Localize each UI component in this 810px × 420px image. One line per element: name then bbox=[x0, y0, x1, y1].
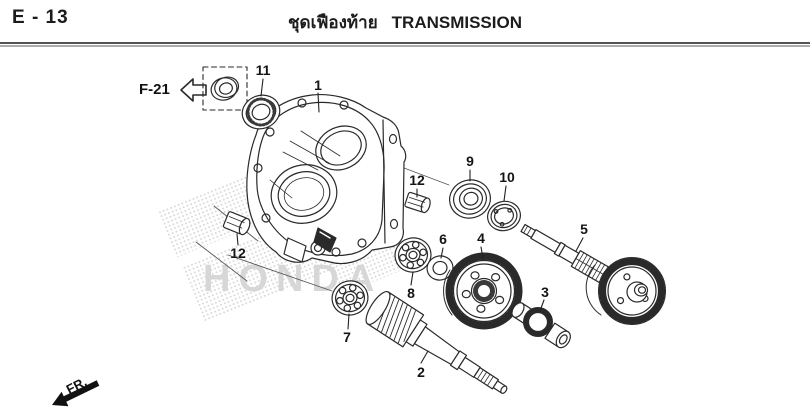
part-12-dowel-right bbox=[404, 191, 431, 214]
leader-line-4 bbox=[480, 246, 484, 259]
leader-line-1 bbox=[317, 92, 320, 113]
part-callout-9: 9 bbox=[466, 153, 474, 169]
page-title: ชุดเฟืองท้าย TRANSMISSION bbox=[288, 9, 522, 36]
ref-seal-dashed-box bbox=[202, 66, 248, 111]
leader-lines-layer bbox=[236, 78, 584, 364]
page-title-en: TRANSMISSION bbox=[391, 13, 522, 32]
part-callout-11: 11 bbox=[255, 62, 271, 78]
ref-label-f21: F-21 bbox=[139, 81, 170, 98]
part-9-bearing bbox=[448, 179, 492, 219]
part-4-final-gear bbox=[443, 252, 523, 330]
page-title-thai: ชุดเฟืองท้าย bbox=[288, 13, 378, 32]
part-callout-3: 3 bbox=[541, 284, 549, 300]
part-12-dowel-left bbox=[222, 211, 251, 236]
leader-line-11 bbox=[260, 78, 264, 97]
part-5-final-shaft bbox=[520, 223, 666, 325]
leader-line-7 bbox=[347, 313, 350, 330]
part-callout-1: 1 bbox=[314, 77, 322, 93]
leader-line-12 bbox=[236, 233, 239, 246]
part-3-idler-gear bbox=[511, 302, 571, 349]
part-callout-12: 12 bbox=[230, 245, 246, 261]
leader-line-8 bbox=[410, 271, 414, 286]
page-code: E - 13 bbox=[12, 7, 69, 28]
header-divider bbox=[0, 42, 810, 47]
part-8-bearing bbox=[394, 237, 432, 273]
leader-line-3 bbox=[539, 299, 545, 312]
part-callout-4: 4 bbox=[477, 230, 485, 246]
part-callout-10: 10 bbox=[499, 169, 515, 185]
part-1-gearcase bbox=[246, 93, 407, 265]
f21-arrow-icon bbox=[180, 78, 207, 102]
part-callout-6: 6 bbox=[439, 231, 447, 247]
leader-line-2 bbox=[420, 350, 429, 364]
part-11-oil-seal bbox=[241, 94, 281, 130]
leader-line-6 bbox=[440, 247, 444, 259]
part-callout-7: 7 bbox=[343, 329, 351, 345]
part-callout-5: 5 bbox=[580, 221, 588, 237]
fr-direction-arrow-icon bbox=[52, 380, 100, 407]
leader-line-10 bbox=[503, 185, 507, 202]
part-callout-8: 8 bbox=[407, 285, 415, 301]
leader-line-5 bbox=[575, 237, 584, 252]
part-10-retainer-ring bbox=[487, 200, 521, 232]
part-callout-2: 2 bbox=[417, 364, 425, 380]
part-callout-12: 12 bbox=[409, 172, 425, 188]
part-2-drive-shaft bbox=[365, 291, 508, 394]
part-7-bearing bbox=[331, 280, 369, 316]
part-6-washer bbox=[426, 255, 454, 281]
